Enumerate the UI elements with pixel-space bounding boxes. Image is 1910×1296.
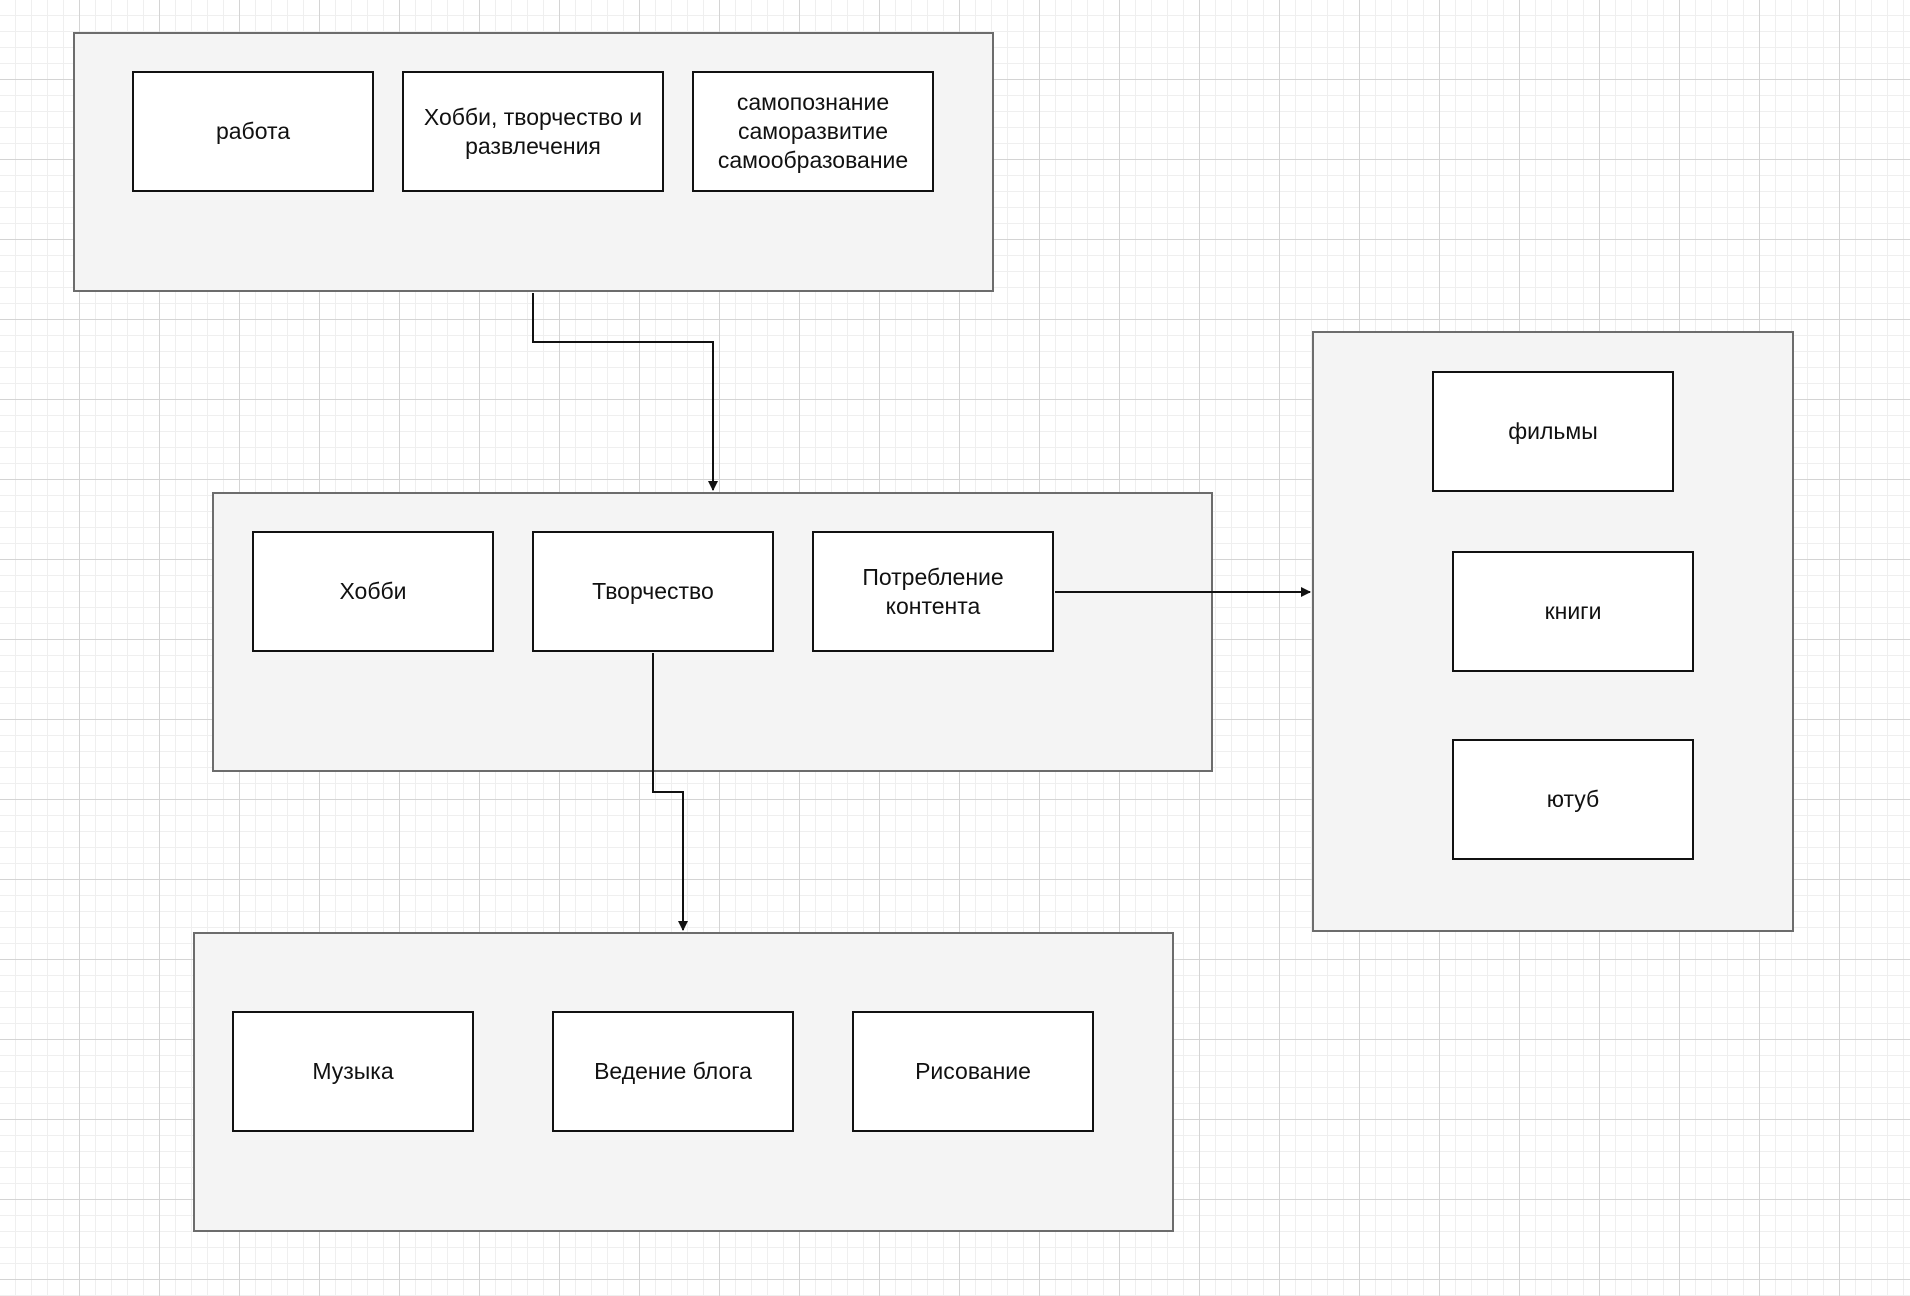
node-music[interactable]: Музыка — [232, 1011, 474, 1132]
node-blogging[interactable]: Ведение блога — [552, 1011, 794, 1132]
node-films[interactable]: фильмы — [1432, 371, 1674, 492]
node-content-consumption[interactable]: Потребление контента — [812, 531, 1054, 652]
node-youtube[interactable]: ютуб — [1452, 739, 1694, 860]
node-hobby[interactable]: Хобби — [252, 531, 494, 652]
node-self-development[interactable]: самопознание саморазвитие самообразовани… — [692, 71, 934, 192]
node-work[interactable]: работа — [132, 71, 374, 192]
node-books[interactable]: книги — [1452, 551, 1694, 672]
node-creativity[interactable]: Творчество — [532, 531, 774, 652]
edge-top-to-middle[interactable] — [532, 293, 718, 491]
node-hobby-creativity-fun[interactable]: Хобби, творчество и развлечения — [402, 71, 664, 192]
node-drawing[interactable]: Рисование — [852, 1011, 1094, 1132]
